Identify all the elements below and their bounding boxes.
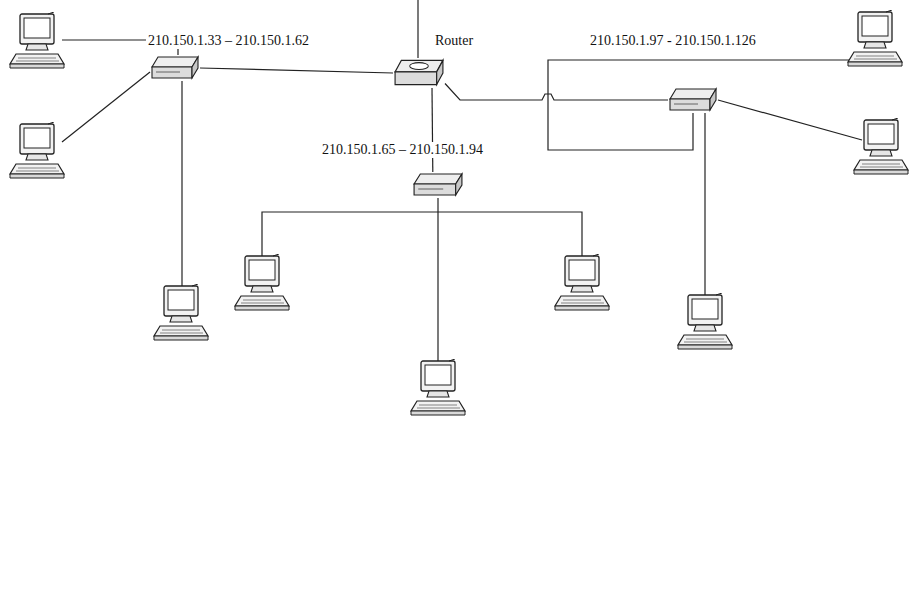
hub-node: 210.150.1.65 – 210.150.1.94 [412, 172, 464, 198]
address-range-label: 210.150.1.97 - 210.150.1.126 [588, 33, 758, 49]
network-link [431, 88, 433, 172]
router-icon [393, 58, 445, 88]
address-range-label: 210.150.1.65 – 210.150.1.94 [320, 142, 485, 158]
hub-node: 210.150.1.33 – 210.150.1.62 [150, 55, 200, 81]
device-label: Router [433, 33, 475, 49]
pc-wires [62, 0, 862, 362]
network-link [445, 84, 668, 101]
computers [10, 10, 908, 415]
hub-icon [150, 55, 200, 81]
address-range-label: 210.150.1.33 – 210.150.1.62 [146, 33, 311, 49]
hub-node: 210.150.1.97 - 210.150.1.126 [668, 87, 718, 113]
hub-icon [668, 87, 718, 113]
network-link [200, 68, 393, 73]
router-node: Router [393, 58, 445, 88]
hub-icon [412, 172, 464, 198]
